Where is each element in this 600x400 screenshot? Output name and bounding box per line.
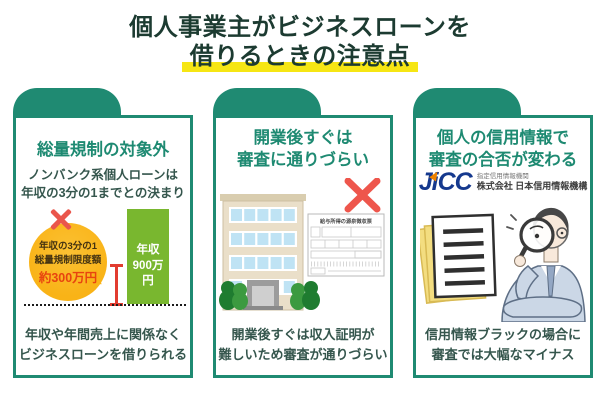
card-title-line: 個人の信用情報で	[437, 129, 569, 147]
credit-check-illustration	[420, 207, 586, 322]
card-title: 個人の信用情報で 審査の合否が変わる	[416, 128, 590, 172]
limit-speech-bubble: 年収の3分の1 総量規制限度額 約300万円	[29, 223, 107, 301]
tree-icons	[219, 281, 320, 310]
bar-label-line: 900万円	[132, 259, 164, 288]
jicc-text-block: 指定信用情報機関 株式会社 日本信用情報機構	[477, 173, 588, 192]
card-body: 開業後すぐは 審査に通りづらい	[213, 115, 393, 378]
card-subtitle-line: 年収の3分の1までとの決まり	[21, 186, 185, 201]
hand	[514, 255, 526, 267]
jicc-logo: JiCC 指定信用情報機関 株式会社 日本信用情報機構	[416, 170, 590, 195]
jicc-wordmark: JiCC	[418, 168, 473, 196]
building-illustration: 給与所得の源泉徴収票	[219, 178, 385, 311]
annual-income-bar: 年収 900万円	[127, 209, 169, 304]
bubble-line: 総量規制限度額	[34, 254, 102, 266]
card-footer-line: 信用情報ブラックの場合に	[424, 327, 581, 342]
card-title: 総量規制の対象外	[37, 141, 169, 159]
card-title-line: 開業後すぐは	[253, 129, 353, 147]
measure-line	[110, 264, 123, 306]
card-body: 個人の信用情報で 審査の合否が変わる JiCC 指定信用情報機関 株式会社 日本…	[413, 115, 593, 378]
card-subtitle-line: ノンバンク系個人ローンは	[27, 168, 178, 182]
header: 個人事業主がビジネスローンを 借りるときの注意点	[0, 14, 600, 72]
card-footer-line: 開業後すぐは収入証明が	[231, 327, 375, 342]
cards-row: 総量規制の対象外 ノンバンク系個人ローンは 年収の3分の1までとの決まり 年収の…	[13, 88, 593, 378]
bar-label-line: 年収	[136, 244, 160, 256]
card-footer-line: ビジネスローンを借りられる	[18, 346, 188, 362]
hair	[532, 207, 569, 232]
cross-icon	[48, 206, 74, 232]
jicc-company-name: 株式会社 日本信用情報機構	[476, 181, 588, 191]
card-body: 総量規制の対象外 ノンバンク系個人ローンは 年収の3分の1までとの決まり 年収の…	[13, 115, 193, 378]
document-title: 給与所得の源泉徴収票	[319, 217, 373, 225]
card-title-line: 審査の合否が変わる	[428, 150, 578, 169]
card-title-line: 審査に通りづらい	[237, 150, 369, 169]
income-bar-chart: 年収の3分の1 総量規制限度額 約300万円 年収 900万円	[24, 206, 186, 306]
card-total-volume-regulation: 総量規制の対象外 ノンバンク系個人ローンは 年収の3分の1までとの決まり 年収の…	[13, 88, 193, 378]
bubble-amount: 約300万円	[38, 270, 98, 285]
glasses-lens	[556, 227, 568, 239]
document-stack-icon	[420, 213, 497, 304]
card-footer-line: 審査では大幅なマイナス	[431, 346, 575, 362]
page-title-line-1: 個人事業主がビジネスローンを	[129, 14, 471, 41]
page-title-line-2: 借りるときの注意点	[0, 42, 600, 72]
card-footer: 開業後すぐは収入証明が 難しいため審査が通りづらい	[216, 325, 390, 364]
card-credit-information: 個人の信用情報で 審査の合否が変わる JiCC 指定信用情報機関 株式会社 日本…	[413, 88, 593, 378]
examiner-with-magnifier	[501, 207, 586, 322]
card-subtitle: ノンバンク系個人ローンは 年収の3分の1までとの決まり	[16, 166, 190, 202]
income-certificate-document: 給与所得の源泉徴収票	[307, 213, 385, 277]
page-title-highlight: 借りるときの注意点	[181, 42, 419, 72]
card-footer-line: 年収や年間売上に関係なく	[24, 327, 181, 342]
card-footer: 年収や年間売上に関係なく ビジネスローンを借りられる	[16, 325, 190, 364]
card-new-business-screening: 開業後すぐは 審査に通りづらい	[213, 88, 393, 378]
card-footer-line: 難しいため審査が通りづらい	[218, 346, 388, 362]
card-title: 開業後すぐは 審査に通りづらい	[216, 128, 390, 172]
card-footer: 信用情報ブラックの場合に 審査では大幅なマイナス	[416, 325, 590, 364]
cross-icon	[344, 178, 381, 213]
jicc-tagline: 指定信用情報機関	[476, 173, 529, 181]
chart-baseline	[24, 304, 186, 306]
sparkle-marks	[506, 214, 517, 230]
bubble-line: 年収の3分の1	[38, 241, 98, 252]
